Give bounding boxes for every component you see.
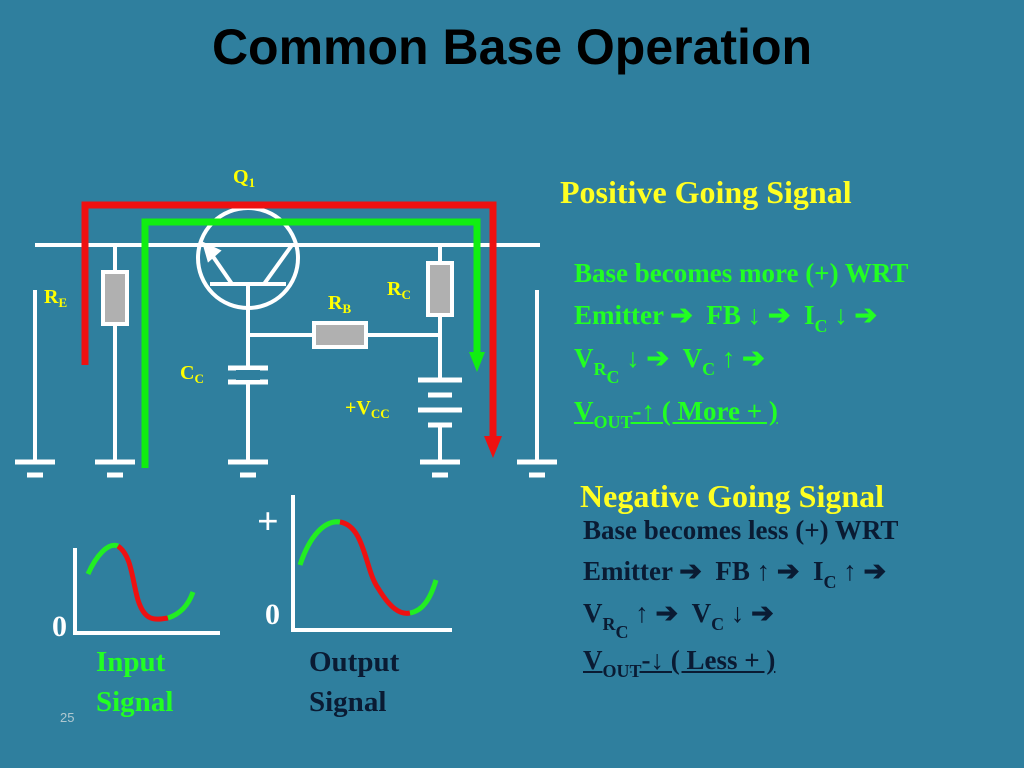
negative-line-3: VRC ↑ ➔ VC ↓ ➔ [583,598,774,642]
negative-line-4: VOUT-↓ ( Less + ) [583,645,776,681]
page-number: 25 [60,710,75,725]
negative-heading: Negative Going Signal [580,478,885,514]
resistor-rc [426,261,454,317]
input-zero-label: 0 [52,610,67,643]
resistor-rb [312,321,368,349]
positive-line-2: Emitter ➔ FB ↓ ➔ IC ↓ ➔ [574,300,878,336]
output-plus-sign: + [257,501,279,543]
label-cc: CC [180,362,204,386]
label-rc: RC [387,278,411,302]
label-rb: RB [328,292,352,316]
green-arrowhead [469,352,485,372]
positive-line-4: VOUT-↑ ( More + ) [574,396,778,432]
positive-line-3: VRC ↓ ➔ VC ↑ ➔ [574,343,765,387]
output-zero-label: 0 [265,598,280,631]
battery-vcc [418,377,462,428]
red-current-path [81,201,497,440]
label-vcc: +VCC [345,397,390,421]
page-title: Common Base Operation [211,19,813,75]
input-signal-graph [73,542,220,635]
label-q1: Q1 [233,166,256,190]
green-current-path [141,218,481,468]
positive-heading: Positive Going Signal [560,174,852,210]
capacitor-cc [228,365,268,385]
ground-symbols [15,459,557,478]
negative-line-1: Base becomes less (+) WRT [583,515,899,545]
output-signal-graph [291,495,452,632]
resistor-re [101,270,129,326]
positive-line-1: Base becomes more (+) WRT [574,258,909,288]
label-re: RE [44,286,68,310]
negative-line-2: Emitter ➔ FB ↑ ➔ IC ↑ ➔ [583,556,887,592]
red-arrowhead [484,436,502,458]
